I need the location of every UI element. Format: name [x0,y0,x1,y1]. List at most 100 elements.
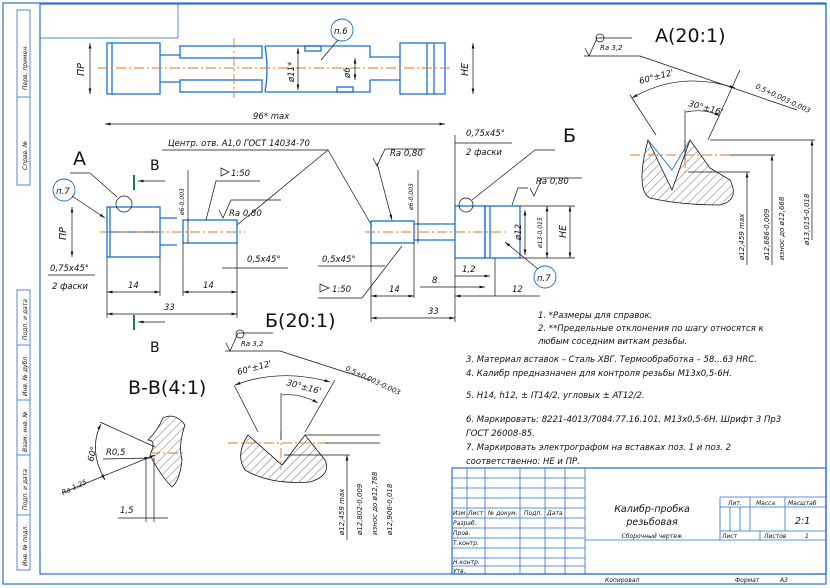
detail-title: А(20:1) [655,25,726,47]
tb-copied: Копировал [605,577,639,584]
stamp-label: Взам. инв. № [22,411,29,452]
dim-33: 33 [428,307,439,317]
dim-1-2: 1,2 [462,265,476,275]
tb-mass: Масса [756,500,775,507]
document-type: Сборочный чертеж [622,533,683,540]
tb-sheet: Лист [721,533,738,540]
view-letter: Б [563,125,576,147]
dim-length: 96* max [253,112,290,122]
dim-diameter: ø12,802-0,009 [356,483,364,536]
roughness: Ra 0,80 [390,149,423,159]
half-angle: 30°±16' [687,99,724,118]
note: 2. **Предельные отклонения по шагу относ… [538,324,764,334]
half-angle: 30°±16' [285,378,322,397]
section-letter: В [150,158,160,174]
note: 7. Маркировать электрографом на вставках… [466,443,731,453]
dim-d12: ø12 [514,224,524,241]
chamfer: 0,75x45° [50,264,89,274]
section-v-v: В-В(4:1) 60° R0,5 Ra 1,25 1,5 [60,377,206,522]
drawing-name: Калибр-пробка [614,504,690,515]
note: соответственно: НЕ и ПР. [466,457,580,467]
roughness: Ra 1,25 [60,478,88,497]
dim-wear: износ до ø12,788 [371,471,379,535]
dim-14: 14 [203,281,214,291]
angle: 60°±12' [638,68,675,87]
stamp-label: Подп. и дата [22,469,29,510]
radius: R0,5 [106,448,125,458]
note: ГОСТ 26008-85. [466,429,535,439]
note-text: Центр. отв. А1,0 ГОСТ 14034-70 [168,139,310,149]
angle: 60° [86,446,100,463]
tb-lit: Лит. [727,500,742,507]
dim-diameter: ø12,459 max [738,213,746,261]
dim-pr: ПР [76,63,87,76]
view-letter: А [73,148,86,170]
assembly-view: ПР НЕ ø11* ø6 96* max п.6 [76,18,475,126]
dim-d6: ø6 [343,67,353,79]
tb-header: № докум. [487,510,518,517]
note: любым соседним виткам резьбы. [537,337,687,347]
note: 3. Материал вставок – Сталь ХВГ. Термооб… [466,355,757,365]
dim-diameter: ø12,459 max [338,488,346,536]
tb-header: Изм [453,510,466,517]
roughness: Ra 3,2 [600,44,623,52]
tb-row-label: Пров. [453,530,471,537]
dim-d6: ø6-0,003 [408,183,415,211]
right-insert-view: Б 0,75x45° 2 фаски Ra 0,80 ø6-0,003 Ra 0… [318,125,582,322]
drawing-name: резьбовая [625,517,678,528]
dim-12: 12 [512,285,523,295]
roughness: Ra 0,80 [229,209,262,219]
dim-14: 14 [389,285,400,295]
dim-14: 14 [128,281,139,291]
dim-diameter: ø13,015-0,018 [803,193,811,246]
dim-ne: НЕ [460,63,471,76]
chamfer-note: 2 фаски [52,282,88,292]
detail-b: Б(20:1) Ra 3,2 60°±12' 30°±16' 0,5+0,003… [225,310,402,540]
dim-d11: ø11* [287,62,297,83]
taper: 1:50 [332,285,351,295]
note: 5. Н14, h12, ± IT14/2, угловых ± AT12/2. [466,391,645,401]
roughness: Ra 3,2 [241,340,264,348]
tb-row-label: Разраб. [453,520,477,527]
dim-diameter: ø12,686-0,009 [763,208,771,261]
tb-row-label: Н.контр. [453,559,480,566]
chamfer: 0,5x45° [247,255,281,265]
stamp-label: Подп. и дата [22,299,29,340]
note: 6. Маркировать: 8221-4013/7084.77.16.101… [466,415,781,425]
tb-format: А3 [779,577,788,584]
dim-pr: ПР [58,227,69,240]
dim-ne: НЕ [558,225,569,238]
section-letter: В [150,340,160,356]
stamp-label: Инв. № дубл. [22,355,29,396]
stamp-label: Инв. № подл. [22,525,29,566]
tb-header: Дата [546,510,563,517]
tb-sheets: Листов [763,533,787,540]
side-stamp: Перв. примен. Справ. № Подп. и дата Инв.… [16,9,31,571]
tb-sheets-count: 1 [805,533,809,540]
roughness: Ra 0,80 [536,177,569,187]
stamp-label: Справ. № [22,141,29,170]
tb-header: Лист [467,510,484,517]
chamfer-note: 2 фаски [466,148,502,158]
left-insert-view: А В В п.7 ПР ø6-0,003 1:50 Ra 0,80 0,75x… [48,148,288,356]
note: 4. Калибр предназначен для контроля резь… [466,369,732,379]
chamfer: 0,75x45° [466,129,505,139]
note: 1. *Размеры для справок. [538,311,652,321]
dim-8: 8 [432,276,438,286]
section-title: В-В(4:1) [128,377,206,399]
pos-label: п.6 [334,27,348,37]
dim-33: 33 [164,303,175,313]
chamfer: 0,5x45° [322,255,356,265]
dim-d6: ø6-0,003 [179,188,186,216]
dim-diameter: ø12,906-0,018 [386,483,394,536]
tb-header: Подп. [524,510,542,517]
tb-row-label: Т.контр. [453,540,479,547]
dim-wear: износ до ø12,668 [778,196,786,260]
technical-notes: 1. *Размеры для справок. 2. **Предельные… [466,311,781,467]
center-hole-note: Центр. отв. А1,0 ГОСТ 14034-70 [162,139,373,227]
dim-d13: ø13-0,015 [537,217,544,249]
tb-row-label: Утв. [453,568,466,575]
